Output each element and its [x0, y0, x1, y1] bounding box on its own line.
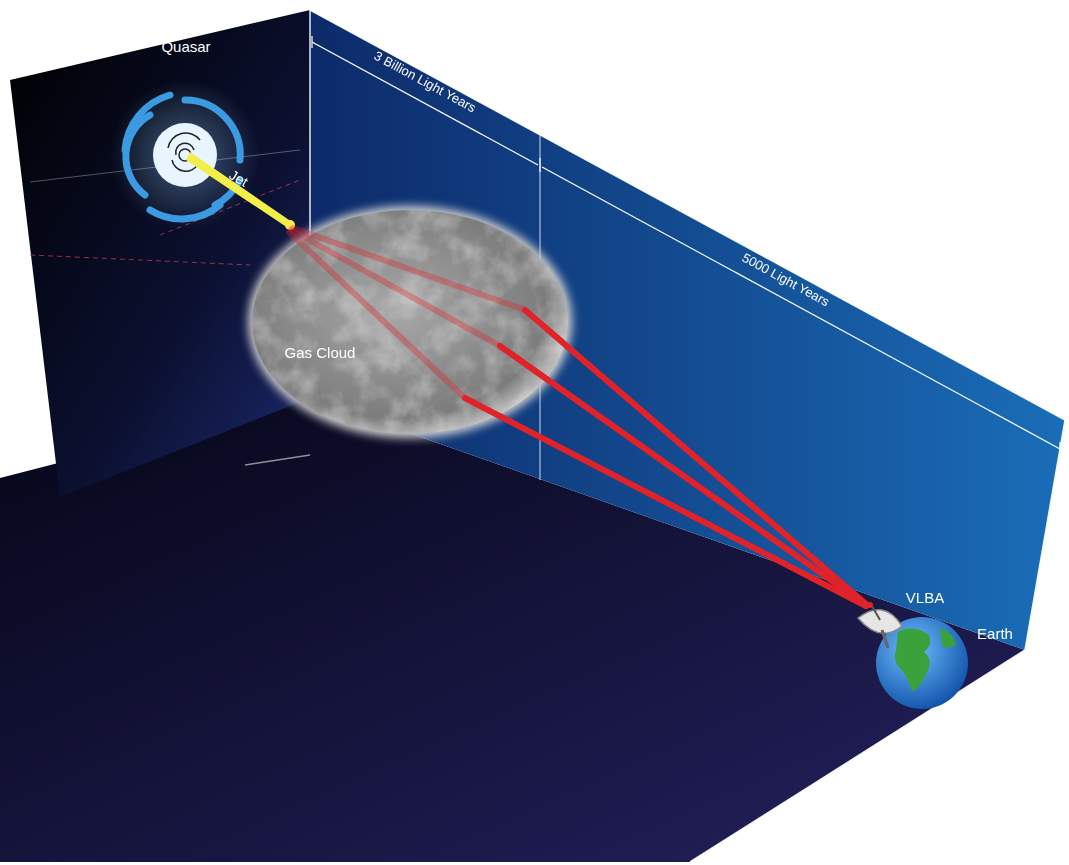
vlba-dish	[858, 602, 902, 648]
jet-beam	[186, 152, 292, 228]
object-label: Gas Cloud	[285, 345, 356, 362]
object-label: Earth	[977, 626, 1013, 643]
object-label: VLBA	[906, 590, 944, 607]
back-wall	[10, 10, 310, 497]
quasar-galaxy	[110, 80, 260, 230]
radio-rays	[289, 228, 866, 606]
object-label: Quasar	[161, 39, 210, 56]
box-edges	[245, 10, 1065, 862]
